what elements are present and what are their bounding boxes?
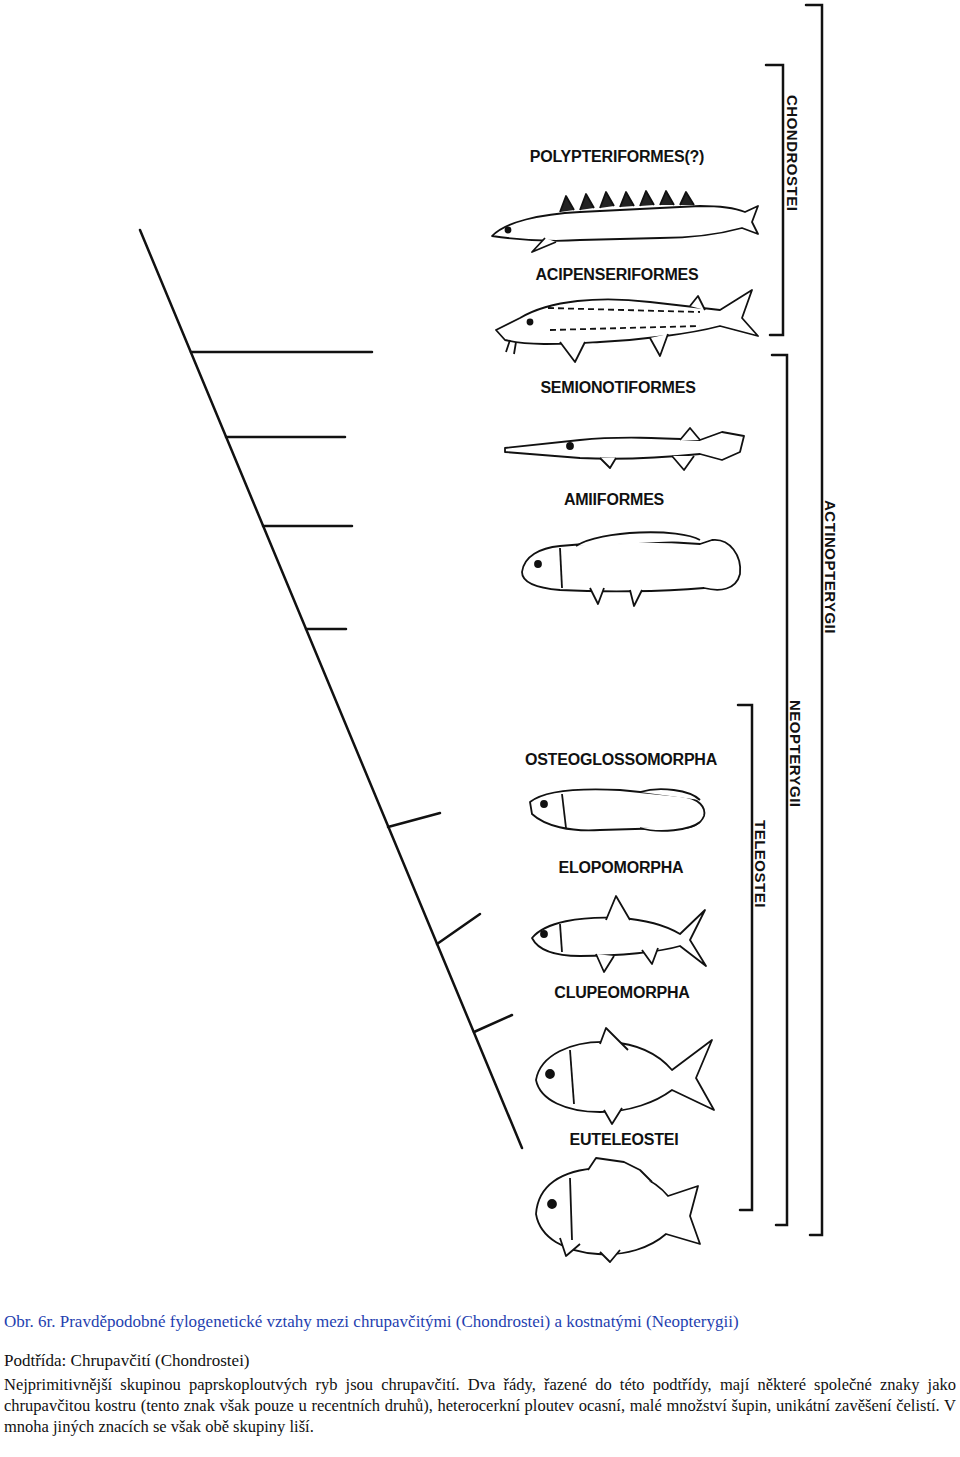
taxon-label: CLUPEOMORPHA [554, 984, 689, 1002]
tree-stem [140, 230, 522, 1148]
subclass-heading: Podtřída: Chrupavčití (Chondrostei) [4, 1351, 250, 1371]
tree-branch [388, 813, 440, 827]
tree-branch [306, 628, 346, 631]
figure-caption: Obr. 6r. Pravděpodobné fylogenetické vzt… [4, 1312, 739, 1332]
taxon-label: ELOPOMORPHA [559, 859, 684, 877]
body-paragraph: Nejprimitivnější skupinou paprskoploutvý… [4, 1374, 956, 1437]
fish-gar [505, 428, 744, 470]
clade-label: CHONDROSTEI [784, 95, 801, 211]
fish-clupeid [536, 1028, 714, 1124]
taxon-label: POLYPTERIFORMES(?) [530, 148, 705, 166]
fish-bowfin [522, 532, 740, 606]
fish-elops [532, 896, 706, 972]
taxon-label: SEMIONOTIFORMES [540, 379, 695, 397]
tree-branch [263, 525, 352, 528]
fish-perch [536, 1158, 700, 1262]
bracket [806, 5, 822, 1235]
bracket [772, 355, 787, 1225]
taxon-label: ACIPENSERIFORMES [535, 266, 698, 284]
bracket [766, 65, 783, 335]
taxon-label: AMIIFORMES [564, 491, 664, 509]
fish-arowana [530, 789, 704, 831]
tree-branch [226, 436, 345, 439]
clade-label: ACTINOPTERYGII [822, 500, 839, 634]
bracket [738, 705, 752, 1210]
taxon-label: OSTEOGLOSSOMORPHA [525, 751, 717, 769]
tree-branch [437, 914, 480, 944]
fish-polypterus [492, 191, 758, 252]
tree-branch [474, 1015, 512, 1032]
clade-label: TELEOSTEI [752, 820, 769, 908]
clade-label: NEOPTERYGII [787, 700, 804, 807]
fish-sturgeon [496, 290, 758, 362]
taxon-label: EUTELEOSTEI [570, 1131, 679, 1149]
tree-branch [191, 351, 372, 354]
